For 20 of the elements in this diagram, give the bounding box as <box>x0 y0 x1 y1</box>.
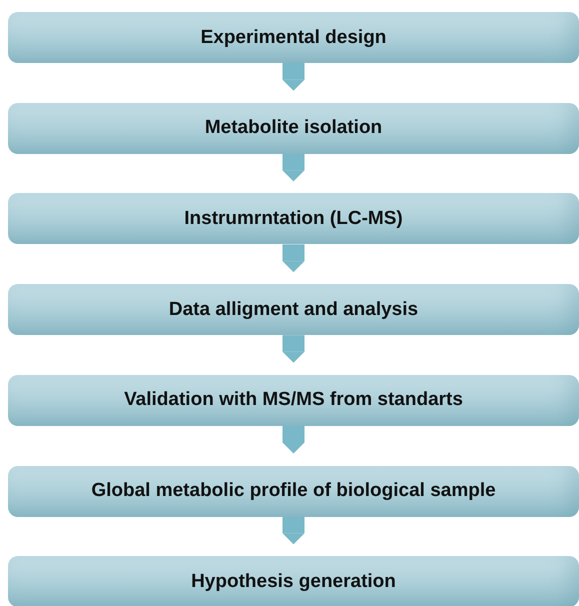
process-box <box>8 556 579 606</box>
process-box <box>8 284 579 336</box>
step-label: Validation with MS/MS from standarts <box>124 388 463 412</box>
block-arrow <box>282 516 304 544</box>
step-label: Data alligment and analysis <box>168 298 418 322</box>
process-box <box>8 193 579 244</box>
process-box <box>8 374 579 426</box>
step-label: Experimental design <box>200 26 386 50</box>
block-arrow <box>282 154 304 182</box>
step-label: Hypothesis generation <box>191 570 396 594</box>
block-arrow <box>282 63 304 91</box>
step-label: Metabolite isolation <box>204 116 382 140</box>
block-arrow <box>282 244 304 272</box>
process-box <box>8 12 579 63</box>
block-arrow <box>282 335 304 363</box>
step-label: Instrumrntation (LC-MS) <box>184 207 403 231</box>
process-box <box>8 102 579 154</box>
block-arrow <box>282 426 304 454</box>
process-box <box>8 466 579 516</box>
step-label: Global metabolic profile of biological sample <box>91 479 496 503</box>
